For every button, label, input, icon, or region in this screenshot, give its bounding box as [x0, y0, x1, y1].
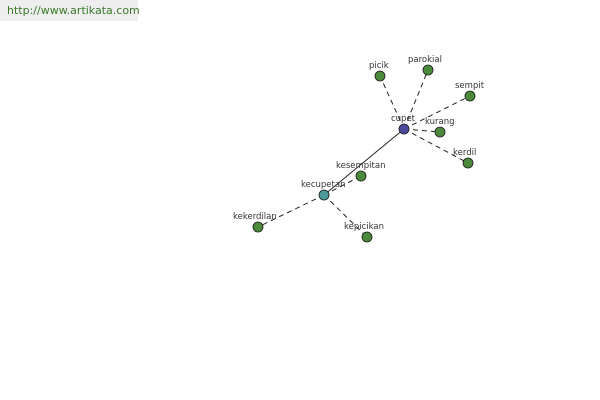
node-label-kecupetan[interactable]: kecupetan — [301, 180, 345, 190]
node-label-kerdil[interactable]: kerdil — [453, 148, 476, 158]
node-sempit[interactable] — [464, 90, 476, 102]
node-label-picik[interactable]: picik — [369, 61, 389, 71]
node-kepicikan[interactable] — [361, 231, 373, 243]
node-label-kesempitan[interactable]: kesempitan — [336, 161, 385, 171]
edge-cupet-picik — [379, 75, 405, 130]
node-kerdil[interactable] — [462, 157, 474, 169]
node-label-kepicikan[interactable]: kepicikan — [344, 222, 384, 232]
edge-cupet-kecupetan — [323, 128, 405, 196]
node-parokial[interactable] — [422, 64, 434, 76]
edge-kecupetan-kekerdilan — [257, 194, 325, 228]
source-link[interactable]: http://www.artikata.com — [7, 4, 140, 17]
node-label-kekerdilan[interactable]: kekerdilan — [233, 212, 277, 222]
edge-cupet-parokial — [403, 69, 429, 130]
node-kecupetan[interactable] — [318, 189, 330, 201]
source-banner: http://www.artikata.com — [0, 0, 140, 21]
edge-kecupetan-kepicikan — [323, 194, 368, 238]
edge-cupet-kerdil — [403, 128, 469, 164]
node-label-cupet[interactable]: cupet — [391, 114, 416, 124]
edge-kecupetan-kesempitan — [323, 175, 362, 196]
nodes-layer — [252, 64, 476, 243]
node-label-sempit[interactable]: sempit — [455, 81, 485, 91]
edges-layer — [257, 69, 471, 238]
node-label-parokial[interactable]: parokial — [408, 55, 442, 65]
node-kurang[interactable] — [434, 126, 446, 138]
node-picik[interactable] — [374, 70, 386, 82]
labels-layer: cupet kecupetan picik parokial sempit kurang k… — [233, 55, 485, 232]
node-label-kurang[interactable]: kurang — [425, 117, 455, 127]
node-kekerdilan[interactable] — [252, 221, 264, 233]
node-kesempitan[interactable] — [355, 170, 367, 182]
edge-cupet-sempit — [403, 95, 471, 130]
node-cupet[interactable] — [398, 123, 410, 135]
edge-cupet-kurang — [403, 128, 441, 133]
